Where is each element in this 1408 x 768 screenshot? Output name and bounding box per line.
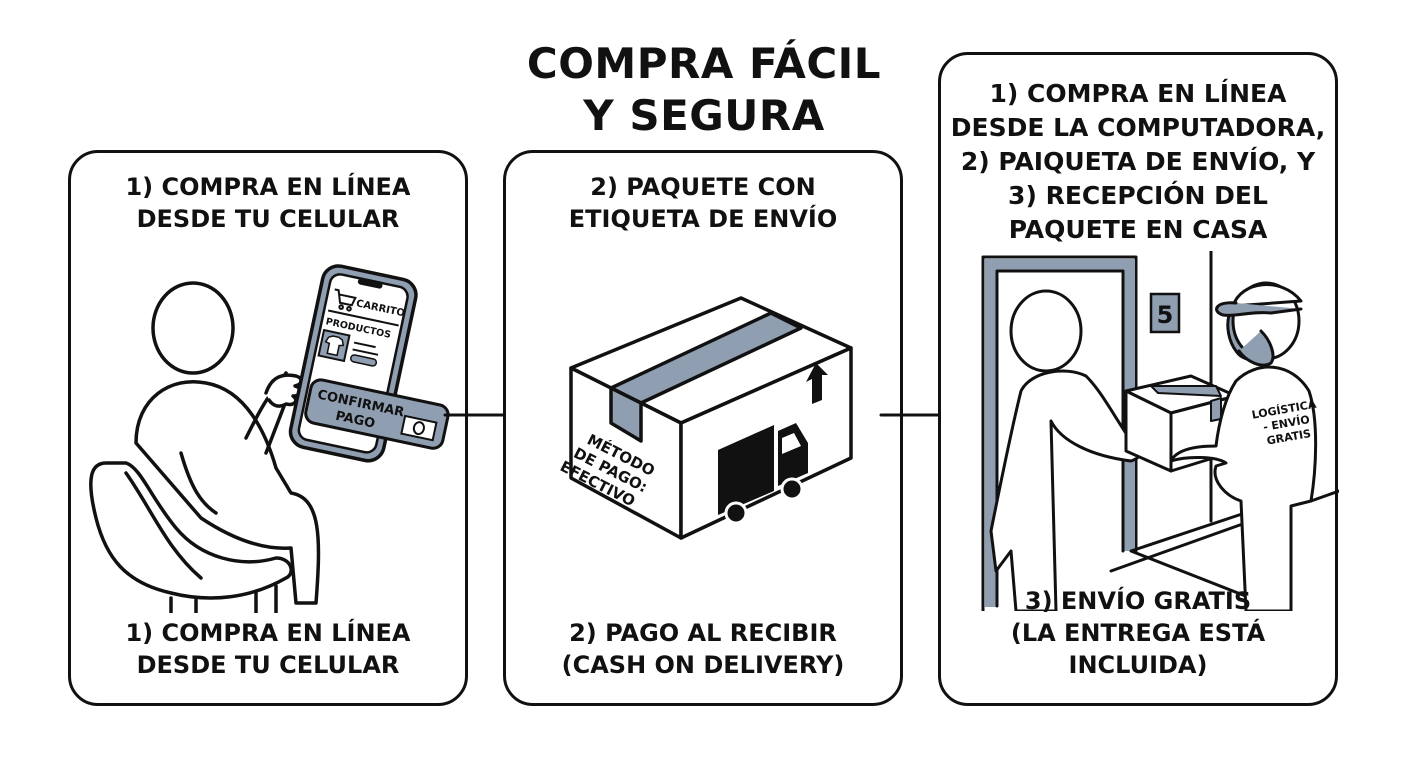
delivery-truck-icon <box>718 423 808 525</box>
person-body <box>134 380 321 605</box>
panel-step-1-mobile-purchase: 1) COMPRA EN LÍNEA DESDE TU CELULAR <box>68 150 468 706</box>
cash-icon <box>400 414 438 442</box>
courier-cap-brim <box>1215 301 1303 317</box>
tshirt-icon <box>324 335 345 357</box>
panel-1-bottom-caption: 1) COMPRA EN LÍNEA DESDE TU CELULAR <box>125 619 411 679</box>
panel-2-top-caption: 2) PAQUETE CON ETIQUETA DE ENVÍO <box>568 173 838 233</box>
person-with-phone-illustration: CARRITO PRODUCTOS CONFIRMAR PAGO <box>89 264 450 613</box>
panel-step-2-package: 2) PAQUETE CON ETIQUETA DE ENVÍO MÉTODO … <box>503 150 903 706</box>
shipping-box-illustration: MÉTODO DE PAGO: EFECTIVO <box>557 296 853 540</box>
up-arrow-icon <box>806 363 828 404</box>
confirm-payment-button[interactable]: CONFIRMAR PAGO <box>304 378 450 450</box>
panel-3-bottom-caption: 3) ENVÍO GRATIS (LA ENTREGA ESTÁ INCLUID… <box>1010 587 1266 679</box>
panel-3-top-caption: 1) COMPRA EN LÍNEA DESDE LA COMPUTADORA,… <box>950 79 1326 244</box>
door-number-plate: 5 <box>1149 292 1181 334</box>
person-head <box>151 281 235 375</box>
customer-figure <box>989 289 1142 611</box>
cart-icon <box>334 288 357 312</box>
title-line-1: COMPRA FÁCIL <box>526 39 882 88</box>
courier-figure <box>1169 281 1318 611</box>
panel-2-bottom-caption: 2) PAGO AL RECIBIR (CASH ON DELIVERY) <box>561 619 845 679</box>
panel-step-3-home-delivery: 1) COMPRA EN LÍNEA DESDE LA COMPUTADORA,… <box>938 52 1339 706</box>
panel-1-top-caption: 1) COMPRA EN LÍNEA DESDE TU CELULAR <box>125 173 411 233</box>
home-delivery-illustration: 5 LOGÍSTICA - ENVÍO GRATIS <box>981 251 1339 611</box>
door-number: 5 <box>1157 301 1174 329</box>
main-title: COMPRA FÁCIL Y SEGURA <box>470 38 938 142</box>
title-line-2: Y SEGURA <box>583 91 825 140</box>
